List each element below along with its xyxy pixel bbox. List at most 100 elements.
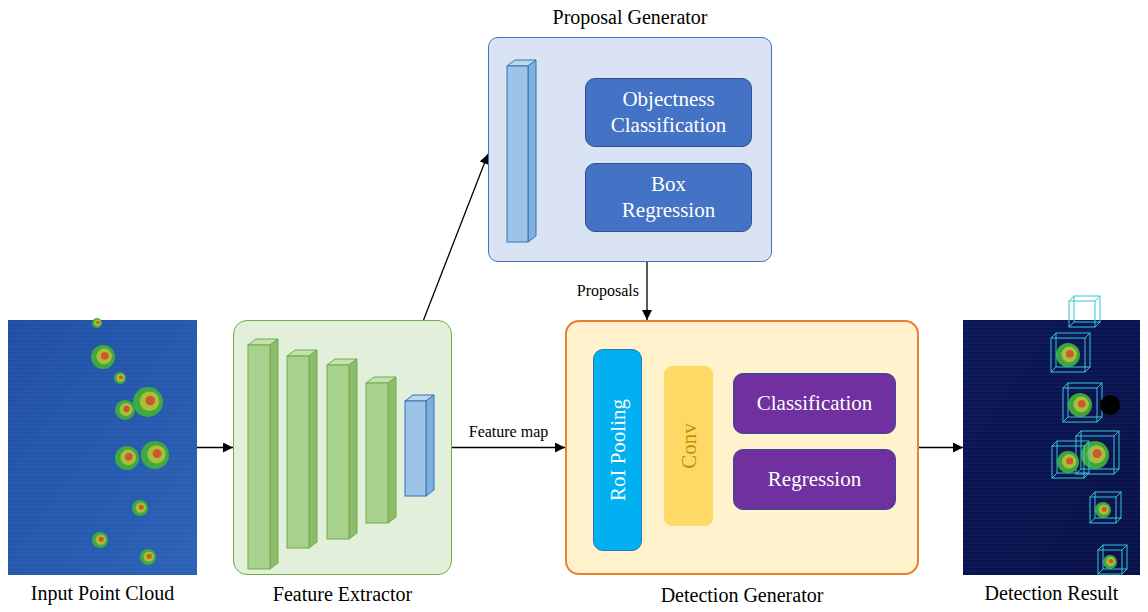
decor-shape bbox=[963, 571, 1140, 572]
point-cluster-peak bbox=[147, 554, 152, 559]
point-cluster bbox=[1057, 451, 1079, 473]
decor-shape bbox=[963, 419, 1140, 420]
decor-shape bbox=[8, 495, 197, 496]
decor-shape bbox=[8, 511, 197, 512]
point-cluster-peak bbox=[99, 537, 104, 542]
point-cluster bbox=[1103, 555, 1117, 569]
decor-shape bbox=[8, 399, 197, 400]
feature-extractor-box: Feature Extractor bbox=[233, 320, 452, 575]
point-cluster-peak bbox=[96, 321, 99, 324]
node-heading: Feature Extractor bbox=[273, 582, 412, 606]
decor-shape bbox=[8, 431, 197, 432]
layer-front bbox=[287, 356, 309, 548]
decor-shape bbox=[963, 435, 1140, 436]
decor-shape bbox=[8, 407, 197, 408]
arrow-connector bbox=[646, 262, 647, 320]
point-cluster bbox=[115, 400, 135, 420]
point-cluster bbox=[115, 446, 139, 470]
decor-shape bbox=[963, 327, 1140, 328]
node-heading: Input Point Cloud bbox=[31, 581, 174, 605]
point-cluster-core bbox=[147, 445, 165, 463]
point-cluster-core bbox=[1062, 454, 1076, 468]
decor-shape bbox=[8, 567, 197, 568]
process-box: Classification bbox=[733, 373, 896, 434]
decor-shape bbox=[8, 379, 197, 380]
decor-shape bbox=[8, 391, 197, 392]
point-cluster-peak bbox=[139, 505, 144, 510]
decor-shape bbox=[963, 535, 1140, 536]
point-cluster-peak bbox=[1093, 449, 1102, 458]
point-cluster-core bbox=[1073, 397, 1089, 413]
node-label: Regression bbox=[762, 463, 867, 496]
layer-side bbox=[426, 395, 434, 496]
decor-shape bbox=[8, 331, 197, 332]
decor-shape bbox=[8, 375, 197, 376]
point-cloud-ground bbox=[8, 320, 197, 575]
point-cluster bbox=[114, 372, 126, 384]
point-cluster-core bbox=[1061, 347, 1077, 363]
decor-shape bbox=[8, 479, 197, 480]
decor-shape bbox=[963, 543, 1140, 544]
point-clusters bbox=[91, 318, 169, 565]
decor-shape bbox=[963, 379, 1140, 380]
decor-shape bbox=[963, 391, 1140, 392]
node-label: Box Regression bbox=[599, 168, 738, 226]
decor-shape bbox=[8, 371, 197, 372]
point-cluster-peak bbox=[123, 406, 129, 412]
point-cluster-core bbox=[94, 320, 101, 327]
decor-shape bbox=[963, 499, 1140, 500]
node-heading: Proposal Generator bbox=[553, 5, 708, 29]
decor-shape bbox=[8, 435, 197, 436]
layer-side bbox=[309, 350, 317, 548]
layer-side bbox=[270, 339, 278, 569]
point-cluster-peak bbox=[101, 352, 109, 360]
decor-shape bbox=[8, 507, 197, 508]
decor-shape bbox=[8, 527, 197, 528]
point-cluster bbox=[91, 345, 115, 369]
decor-shape bbox=[963, 519, 1140, 520]
decor-shape bbox=[963, 395, 1140, 396]
edge-label: Proposals bbox=[575, 281, 641, 301]
decor-shape bbox=[8, 323, 197, 324]
bounding-box-edge bbox=[1069, 296, 1100, 327]
arrow-connector bbox=[919, 447, 963, 448]
arrow-connector bbox=[452, 447, 565, 448]
decor-shape bbox=[963, 423, 1140, 424]
decor-shape bbox=[8, 395, 197, 396]
decor-shape bbox=[8, 483, 197, 484]
decor-shape bbox=[8, 339, 197, 340]
decor-shape bbox=[963, 551, 1140, 552]
decor-shape bbox=[8, 571, 197, 572]
point-cluster-peak bbox=[119, 375, 123, 379]
bounding-box-edge bbox=[1090, 492, 1121, 523]
decor-shape bbox=[963, 539, 1140, 540]
decor-shape bbox=[8, 515, 197, 516]
decor-shape bbox=[8, 423, 197, 424]
point-cluster-peak bbox=[153, 449, 162, 458]
decor-shape bbox=[963, 555, 1140, 556]
decor-shape bbox=[963, 515, 1140, 516]
point-cluster-peak bbox=[1066, 350, 1074, 358]
node-heading: Detection Result bbox=[985, 581, 1119, 605]
decor-shape bbox=[963, 495, 1140, 496]
roi-pooling-bar: RoI Pooling bbox=[593, 349, 642, 551]
node-illustration bbox=[234, 321, 453, 576]
bounding-box-edge bbox=[1052, 441, 1089, 478]
process-box: Box Regression bbox=[585, 163, 752, 232]
decor-shape bbox=[8, 427, 197, 428]
point-cluster-core bbox=[1099, 504, 1109, 514]
decor-shape bbox=[963, 335, 1140, 336]
decor-shape bbox=[8, 343, 197, 344]
decor-shape bbox=[8, 471, 197, 472]
point-cluster-peak bbox=[1066, 457, 1073, 464]
decor-shape bbox=[963, 427, 1140, 428]
layer-front bbox=[405, 401, 426, 496]
point-cluster bbox=[1068, 393, 1092, 417]
node-illustration bbox=[963, 320, 1140, 575]
point-cluster bbox=[1056, 343, 1080, 367]
point-cluster-core bbox=[120, 403, 133, 416]
bounding-box bbox=[1068, 383, 1102, 417]
